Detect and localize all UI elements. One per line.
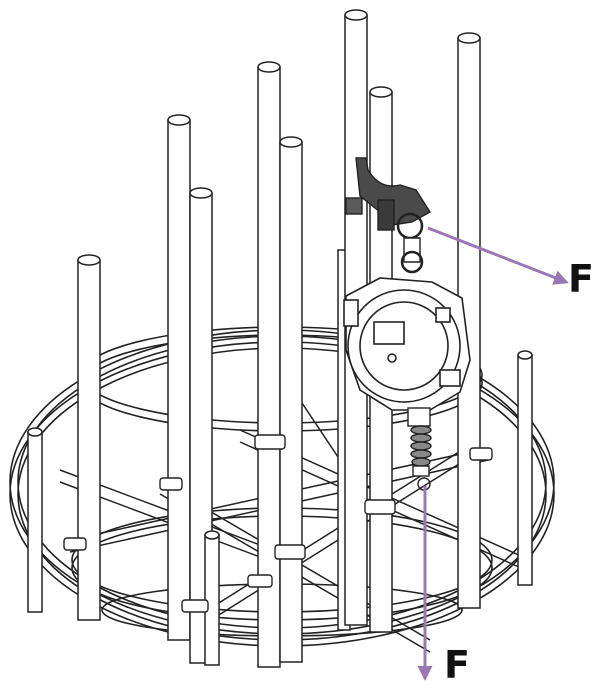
force-arrow-right xyxy=(427,226,569,285)
clamp-joints xyxy=(63,434,493,613)
force-label-down: F xyxy=(444,643,470,687)
force-arrows xyxy=(417,226,569,681)
retractable-device xyxy=(343,277,471,411)
beam-clamp-anchor xyxy=(345,157,431,274)
lanyard-coil xyxy=(410,425,432,467)
force-label-right: F xyxy=(568,257,594,301)
lanyard-hook xyxy=(407,407,432,491)
